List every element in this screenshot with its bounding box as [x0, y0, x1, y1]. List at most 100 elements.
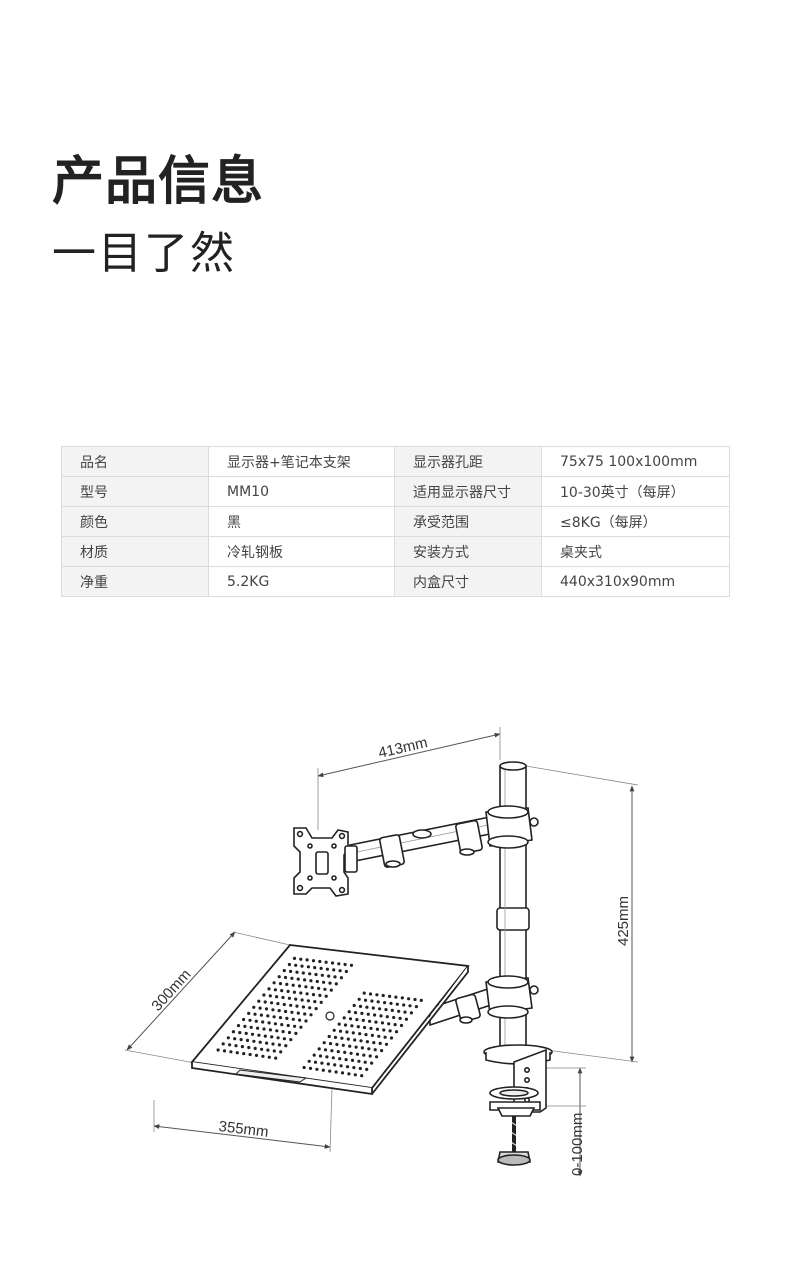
vent-hole: [282, 969, 286, 973]
vent-hole: [275, 995, 279, 999]
vent-hole: [377, 1034, 381, 1038]
vent-hole: [258, 1040, 262, 1044]
vent-hole: [284, 1044, 288, 1048]
vent-hole: [283, 975, 288, 980]
vent-hole: [260, 1047, 264, 1051]
vent-hole: [385, 1015, 389, 1019]
vent-hole: [334, 1070, 338, 1074]
vent-hole: [388, 1029, 392, 1033]
vent-hole: [336, 1050, 340, 1054]
vent-hole: [323, 987, 327, 991]
vent-hole: [338, 1029, 343, 1033]
vent-hole: [349, 1051, 353, 1055]
dimension-clamp-range: [540, 1067, 586, 1177]
vent-hole: [253, 1046, 257, 1050]
vent-hole: [254, 1053, 259, 1057]
clamp-range-label: 0-100mm: [569, 1113, 586, 1176]
vent-hole: [358, 1066, 362, 1071]
vent-hole: [344, 1058, 348, 1062]
vent-hole: [352, 1066, 356, 1070]
vent-hole: [236, 1024, 241, 1028]
vent-hole: [328, 1069, 332, 1073]
vent-hole: [279, 1050, 283, 1054]
vent-hole: [395, 1002, 399, 1006]
vent-hole: [284, 1009, 288, 1014]
vent-hole: [334, 982, 338, 986]
vent-hole: [240, 1045, 244, 1049]
vent-hole: [254, 1019, 258, 1023]
vent-hole: [285, 1016, 289, 1021]
vent-hole: [261, 1054, 265, 1058]
vent-hole: [408, 1004, 412, 1008]
vent-hole: [390, 1008, 394, 1013]
vent-hole: [332, 968, 336, 972]
vent-hole: [313, 1060, 318, 1064]
vent-hole: [326, 1062, 330, 1066]
vent-hole: [287, 996, 291, 1000]
vent-hole: [394, 1030, 399, 1034]
vent-hole: [354, 1045, 358, 1049]
table-row: 净重 5.2KG 内盒尺寸 440x310x90mm: [61, 566, 730, 597]
dimension-pole-height: [525, 765, 639, 1063]
vent-hole: [226, 1036, 230, 1040]
page-subtitle: 一目了然: [52, 228, 236, 279]
table-row: 材质 冷轧钢板 安装方式 桌夹式: [61, 536, 730, 567]
dimension-tray-width: [153, 1087, 333, 1153]
vent-hole: [370, 1033, 374, 1037]
vent-holes-left: [216, 956, 354, 1060]
vent-hole: [383, 1035, 387, 1039]
vent-hole: [296, 1011, 300, 1015]
vent-hole: [294, 963, 298, 967]
vent-hole: [357, 1059, 361, 1063]
vent-hole: [314, 1007, 318, 1011]
vent-hole: [320, 973, 324, 977]
vent-hole: [287, 962, 291, 967]
vent-hole: [268, 1028, 272, 1032]
vent-hole: [229, 1050, 233, 1054]
vent-hole: [419, 998, 423, 1003]
table-row: 型号 MM10 适用显示器尺寸 10-30英寸（每屏）: [61, 476, 730, 507]
vent-hole: [365, 1067, 369, 1071]
vent-hole: [266, 1048, 270, 1052]
vent-hole: [387, 1022, 391, 1026]
vent-hole: [313, 1000, 317, 1004]
vent-hole: [340, 1071, 345, 1075]
vent-hole: [324, 994, 328, 998]
vent-hole: [286, 989, 290, 994]
pole-height-label: 425mm: [615, 896, 632, 946]
vent-hole: [292, 990, 296, 994]
vent-hole: [335, 1042, 339, 1047]
vent-hole: [345, 1030, 349, 1034]
vent-hole: [222, 1049, 227, 1053]
spec-value: ≤8KG（每屏）: [541, 506, 730, 537]
vent-hole: [299, 957, 303, 961]
vent-hole: [247, 1011, 251, 1016]
vent-hole: [319, 966, 323, 971]
vent-hole: [341, 1043, 345, 1047]
vent-hole: [277, 1043, 281, 1047]
vent-hole: [259, 1013, 263, 1017]
laptop-tray: [190, 944, 470, 1096]
vent-hole: [216, 1048, 220, 1052]
vent-hole: [378, 1007, 382, 1011]
spec-key: 安装方式: [394, 536, 542, 567]
spec-key: 颜色: [61, 506, 209, 537]
vent-hole: [365, 1005, 369, 1009]
vent-hole: [311, 959, 316, 963]
vent-hole: [400, 996, 404, 1000]
vent-hole: [295, 1004, 299, 1008]
vent-hole: [368, 1019, 372, 1023]
vent-hole: [352, 1003, 356, 1008]
vent-hole: [353, 1073, 357, 1077]
vent-hole: [294, 997, 298, 1001]
vent-hole: [376, 1000, 380, 1004]
spec-key: 材质: [61, 536, 209, 567]
vent-hole: [372, 1041, 376, 1045]
spec-value: 10-30英寸（每屏）: [541, 476, 730, 507]
vent-hole: [353, 1038, 357, 1042]
vent-hole: [291, 1017, 295, 1021]
vent-hole: [247, 1045, 251, 1050]
vent-hole: [274, 1056, 278, 1060]
vent-hole: [343, 962, 347, 967]
vent-hole: [257, 1033, 261, 1037]
